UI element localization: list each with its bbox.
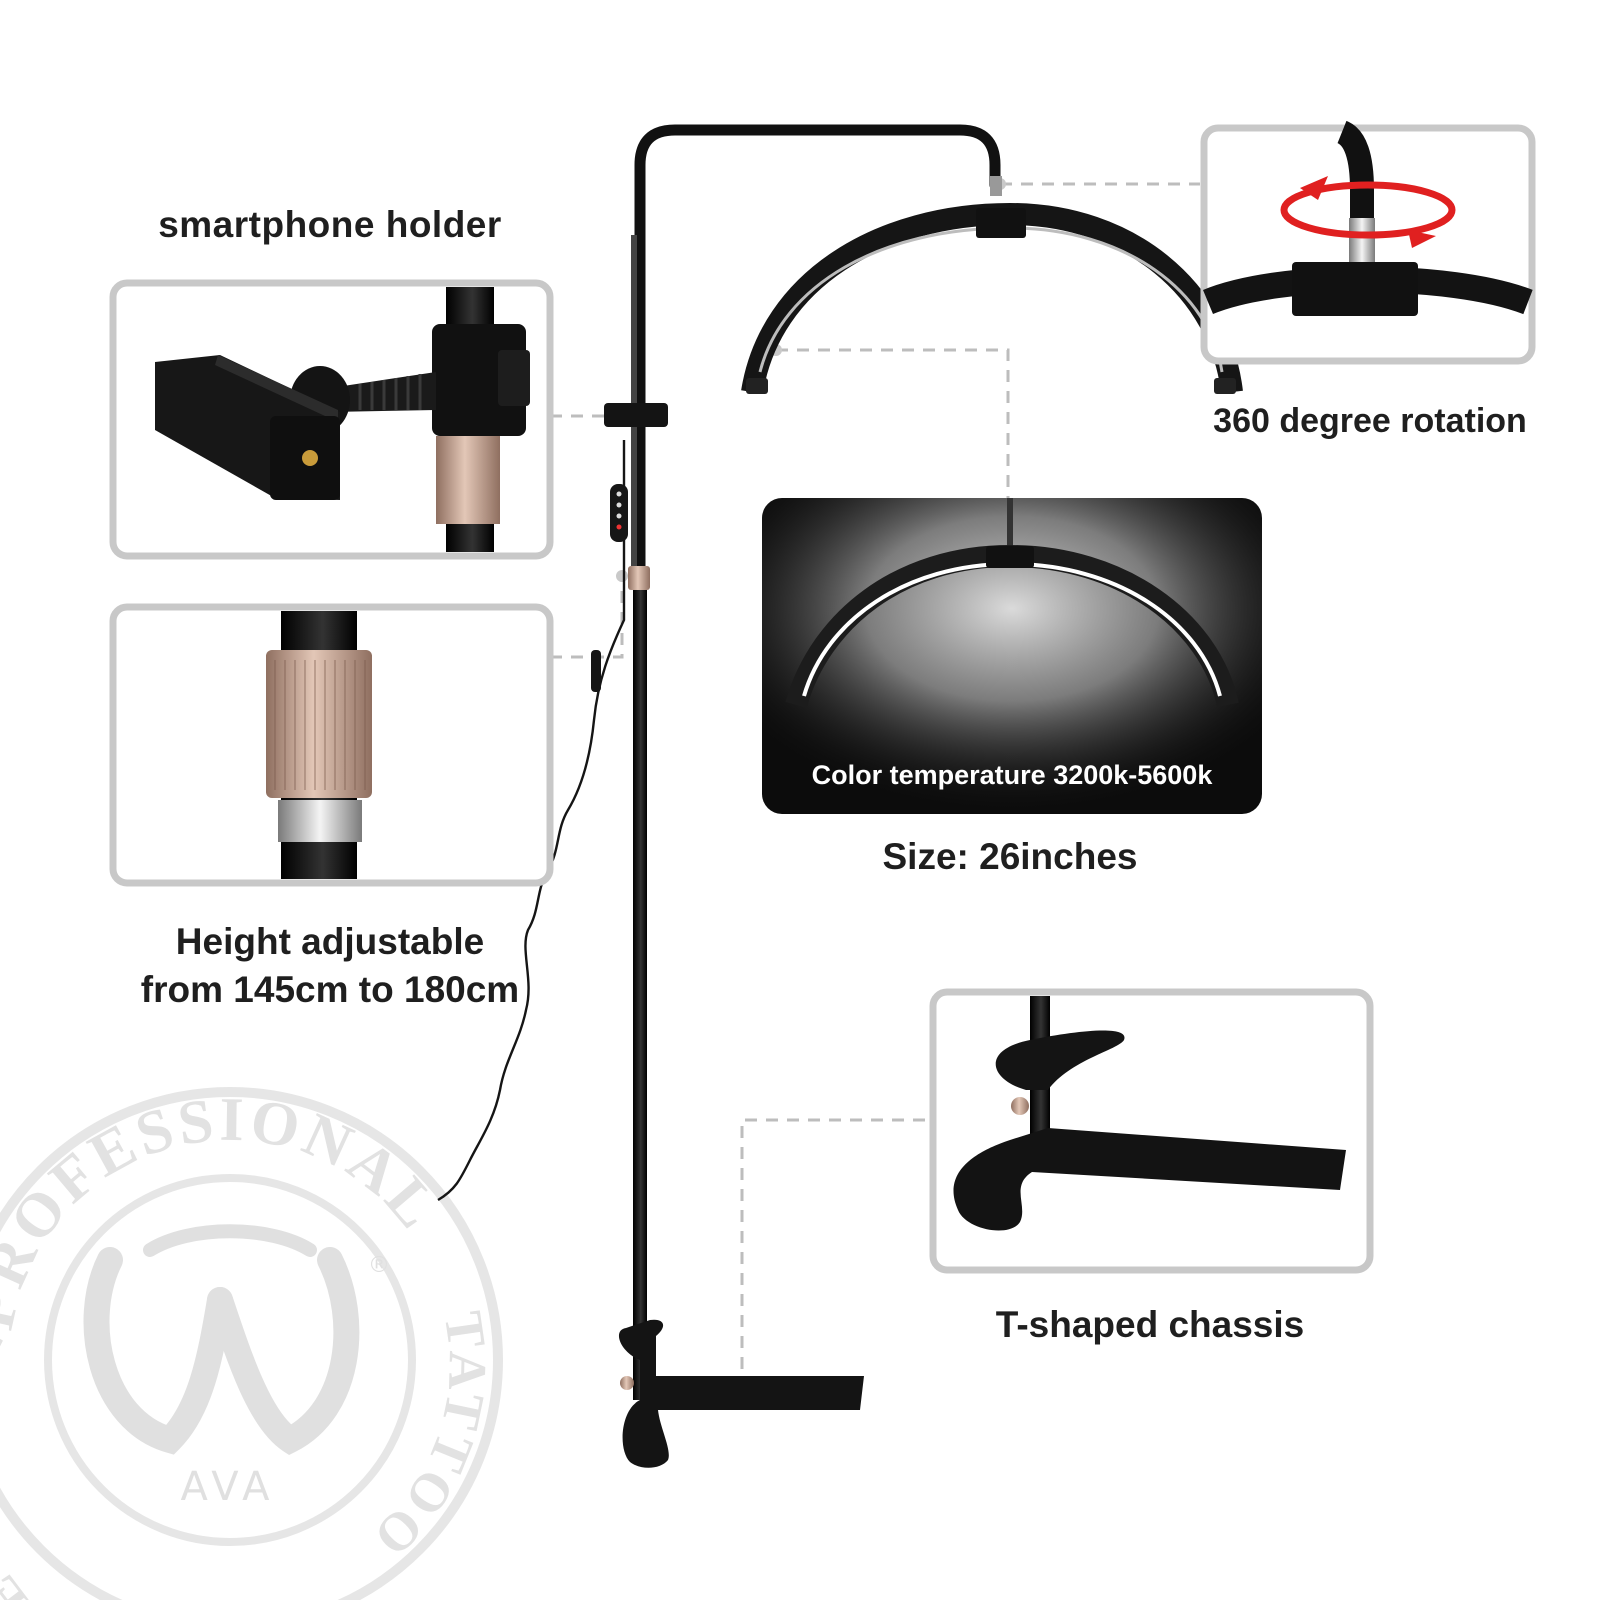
label-height-line1: Height adjustable xyxy=(175,921,485,962)
svg-text:TATTOO: TATTOO xyxy=(360,1308,498,1571)
label-chassis: T-shaped chassis xyxy=(995,1304,1305,1345)
top-frame xyxy=(634,124,1001,586)
callout-height-adjust xyxy=(109,603,554,887)
callout-color-temperature xyxy=(762,498,1262,814)
label-size: Size: 26inches xyxy=(882,836,1138,877)
pole-phone-clamp xyxy=(604,403,668,427)
half-moon-lamp xyxy=(741,202,1243,394)
lamp-stand xyxy=(437,124,1243,1468)
callout-rotation xyxy=(1200,120,1536,365)
power-cable xyxy=(437,440,626,1202)
t-base xyxy=(618,1319,864,1468)
main-pole xyxy=(633,570,647,1400)
label-smartphone-holder: smartphone holder xyxy=(158,204,502,245)
base-screw xyxy=(620,1376,634,1390)
callout-chassis xyxy=(929,988,1374,1274)
watermark-ring-left: EQUIPMENT xyxy=(0,0,35,1600)
height-knob xyxy=(628,566,650,590)
watermark-registered-mark: ® xyxy=(368,1253,390,1278)
watermark-brand: AVA xyxy=(181,1464,276,1510)
label-height-adjustable: Height adjustable from 145cm to 180cm xyxy=(100,918,560,1014)
label-rotation: 360 degree rotation xyxy=(1213,402,1527,440)
rotation-arrow-icon xyxy=(1280,181,1456,239)
label-height-line2: from 145cm to 180cm xyxy=(140,969,520,1010)
watermark-w-logo-icon xyxy=(83,1224,360,1456)
svg-text:EQUIPMENT: EQUIPMENT xyxy=(0,0,39,1600)
inline-controller xyxy=(610,484,628,542)
callout-smartphone-holder xyxy=(109,279,554,560)
watermark-ring-right: TATTOO xyxy=(360,1308,494,1571)
label-color-temperature: Color temperature 3200k-5600k xyxy=(811,760,1213,790)
